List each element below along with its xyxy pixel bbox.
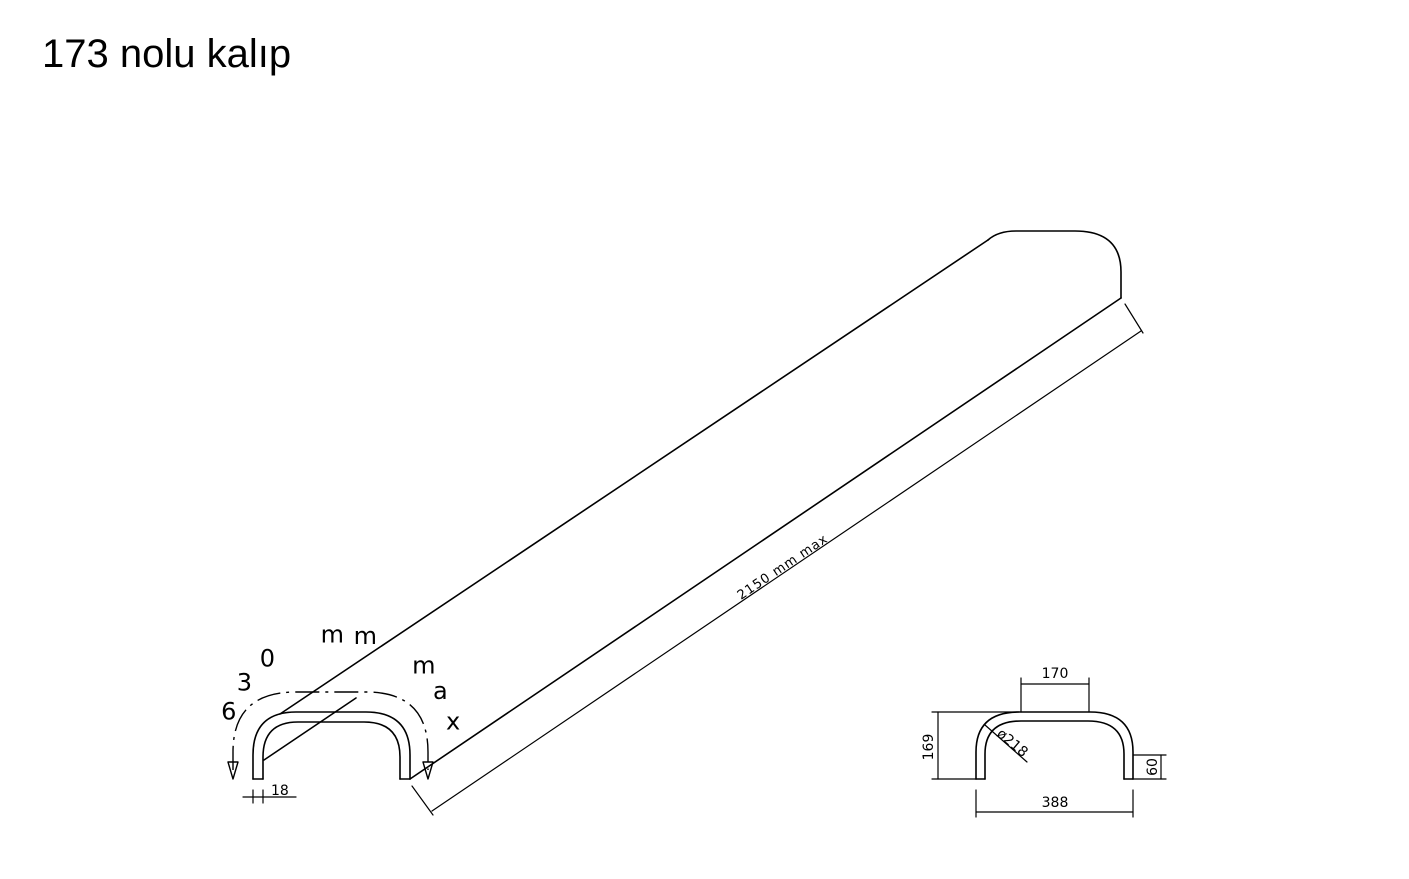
front-profile-outer <box>252 711 411 780</box>
top-width-label: 170 <box>1042 666 1069 682</box>
length-extension-left <box>411 785 434 816</box>
length-extension-right <box>1124 303 1144 334</box>
front-profile-inner <box>262 721 401 780</box>
bottom-long-edge <box>409 297 1122 780</box>
arc-dimension-line <box>232 691 429 770</box>
radius-label: ø218 <box>993 726 1030 761</box>
cross-section-view: 170 169 ø218 60 388 <box>921 666 1167 818</box>
arc-arrow-right <box>422 761 434 780</box>
leg-label: 60 <box>1145 758 1161 776</box>
page-title: 173 nolu kalıp <box>42 32 292 76</box>
section-inner <box>984 720 1125 780</box>
width-label: 388 <box>1042 795 1069 811</box>
thickness-label: 18 <box>271 783 289 799</box>
back-end-profile <box>987 230 1122 299</box>
length-label: 2150 mm max <box>735 532 831 604</box>
arc-arrow-left <box>227 761 239 780</box>
height-label: 169 <box>921 734 937 761</box>
length-dimension-line <box>431 330 1142 812</box>
inner-edge <box>263 697 357 761</box>
radius-leader <box>984 724 1028 763</box>
top-long-edge <box>279 239 989 715</box>
section-outer <box>975 711 1134 780</box>
